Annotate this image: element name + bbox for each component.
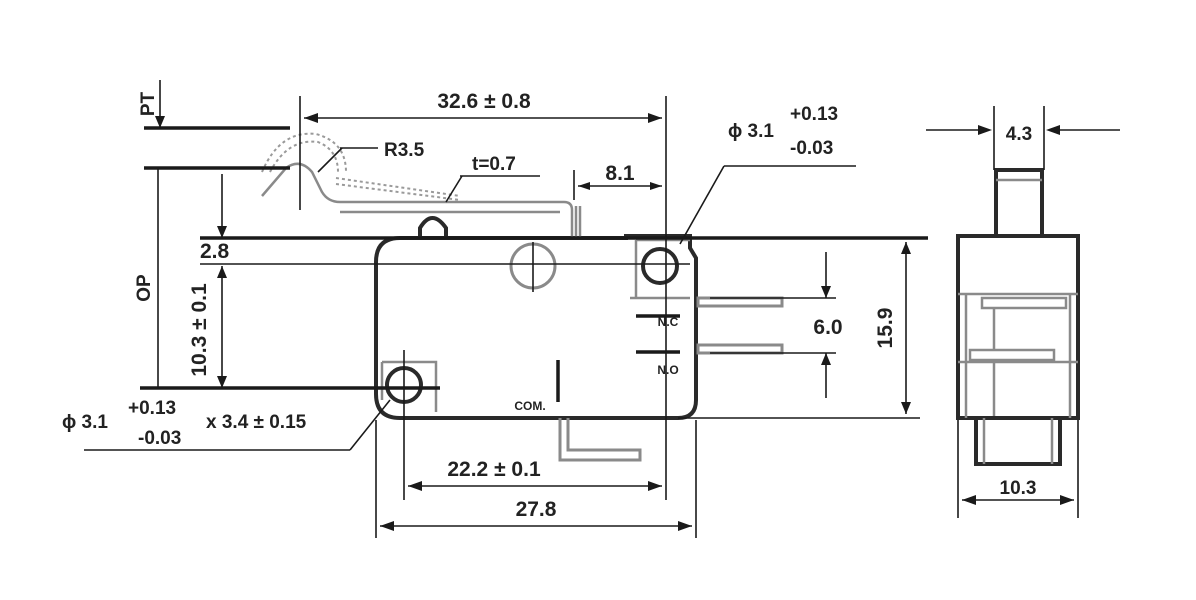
hole-diameter-right-label: ϕ 3.1 xyxy=(728,121,774,142)
plunger-hole xyxy=(509,242,557,292)
hole-tolerance-plus-left: +0.13 xyxy=(128,398,176,419)
hole-tolerance-plus-right: +0.13 xyxy=(790,104,838,125)
mounting-hole-upper-right xyxy=(634,238,690,298)
radius-label: R3.5 xyxy=(384,140,425,161)
terminal-nc-label: N.C xyxy=(658,315,679,329)
plunger-nub xyxy=(418,216,448,238)
switch-body-front xyxy=(374,234,698,420)
terminal-com-label: COM. xyxy=(514,399,545,413)
body-length-label: 27.8 xyxy=(516,498,557,521)
dim-10-3-vertical-label: 10.3 ± 0.1 xyxy=(188,283,211,377)
side-terminals xyxy=(974,416,1062,466)
terminal-pitch-label: 6.0 xyxy=(813,316,842,339)
side-width-top-label: 4.3 xyxy=(1006,124,1032,145)
hole-diameter-left-label: ϕ 3.1 xyxy=(62,412,108,433)
switch-body-side xyxy=(956,234,1080,420)
side-plunger xyxy=(994,168,1044,238)
terminal-nc xyxy=(696,296,784,308)
overall-length-label: 32.6 ± 0.8 xyxy=(437,90,531,113)
height-label: 15.9 xyxy=(874,308,897,349)
hole-tolerance-minus-left: -0.03 xyxy=(138,428,181,449)
side-width-bottom-label: 10.3 xyxy=(1000,478,1037,499)
terminal-no-label: N.O xyxy=(657,363,678,377)
pt-label: PT xyxy=(138,91,159,116)
hole-pitch-label: 22.2 ± 0.1 xyxy=(447,458,541,481)
thickness-label: t=0.7 xyxy=(472,154,516,175)
terminal-no xyxy=(696,343,784,355)
actuator-lever xyxy=(261,132,582,238)
terminal-com xyxy=(558,418,642,462)
hole-tolerance-minus-right: -0.03 xyxy=(790,138,833,159)
slot-length-label: x 3.4 ± 0.15 xyxy=(206,412,307,433)
dim-2-8-label: 2.8 xyxy=(200,240,230,263)
lever-offset-label: 8.1 xyxy=(605,162,635,185)
op-label: OP xyxy=(134,274,155,302)
